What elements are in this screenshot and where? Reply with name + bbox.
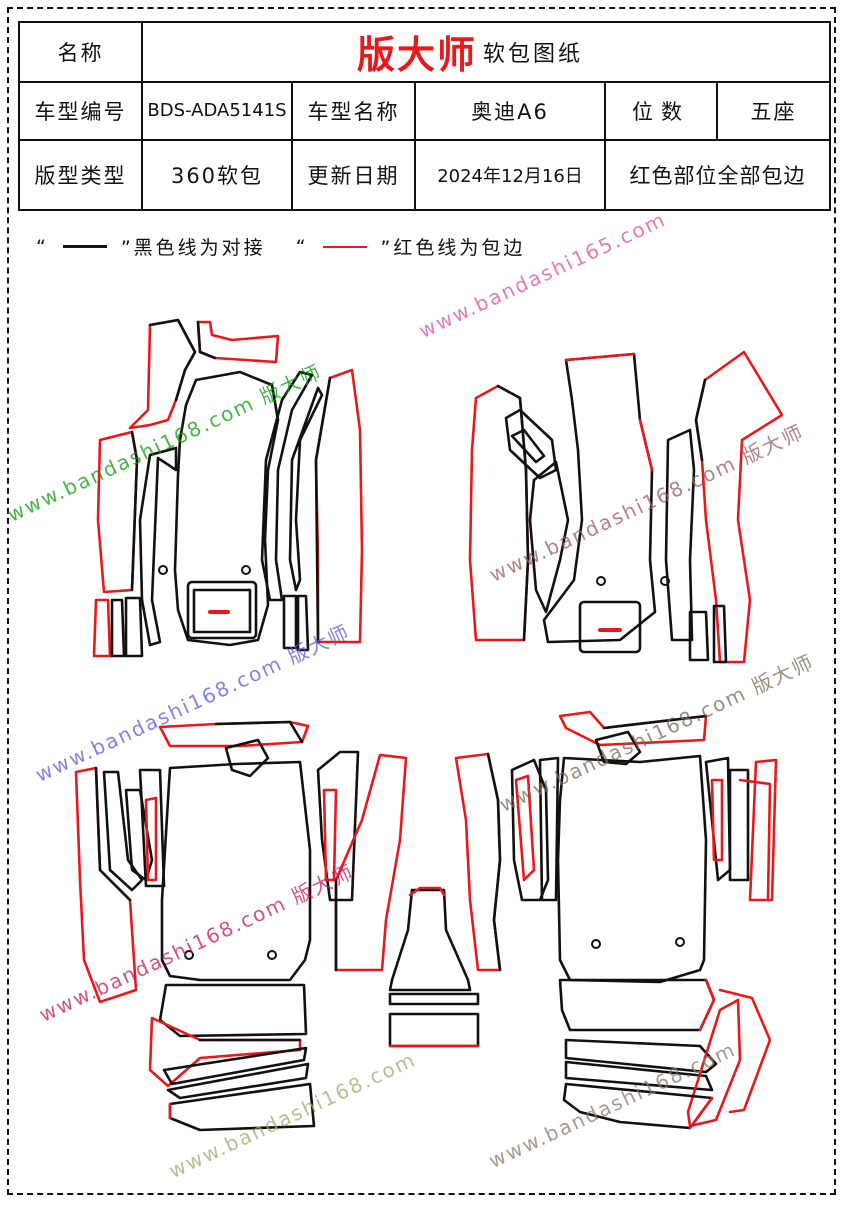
name-label: 名称 bbox=[18, 21, 143, 83]
page-border bbox=[7, 7, 836, 1195]
update-date: 2024年12月16日 bbox=[414, 139, 606, 211]
spec-table: 名称 版大师软包图纸 车型编号 BDS-ADA5141S 车型名称 奥迪A6 位… bbox=[18, 21, 831, 211]
brand-name: 版大师 bbox=[357, 33, 478, 78]
edge-note: 红色部位全部包边 bbox=[604, 139, 831, 211]
legend-black-open: “ bbox=[36, 235, 49, 258]
seats-label: 位数 bbox=[604, 80, 718, 142]
model-name: 奥迪A6 bbox=[414, 80, 606, 142]
rear-left-mat bbox=[74, 720, 408, 1132]
seats-value: 五座 bbox=[716, 80, 831, 142]
drawing-title: 版大师软包图纸 bbox=[141, 21, 831, 83]
legend-red-line bbox=[322, 245, 367, 248]
title-suffix: 软包图纸 bbox=[483, 41, 584, 67]
pattern-type: 360软包 bbox=[141, 139, 293, 211]
model-name-label: 车型名称 bbox=[291, 80, 416, 142]
line-legend: “ ”黑色线为对接 “ ”红色线为包边 bbox=[36, 233, 525, 260]
legend-red-open: “ bbox=[295, 235, 309, 258]
rear-right-mat bbox=[510, 710, 778, 1130]
front-right-mat bbox=[468, 350, 784, 664]
pattern-type-label: 版型类型 bbox=[18, 139, 143, 211]
legend-black-text: ”黑色线为对接 bbox=[120, 237, 266, 259]
rear-center-mat bbox=[388, 752, 502, 1048]
legend-red-text: ”红色线为包边 bbox=[380, 237, 526, 259]
update-date-label: 更新日期 bbox=[291, 139, 416, 211]
legend-black-line bbox=[62, 245, 107, 248]
model-code: BDS-ADA5141S bbox=[141, 80, 293, 142]
model-code-label: 车型编号 bbox=[18, 80, 143, 142]
front-left-mat bbox=[92, 318, 364, 658]
